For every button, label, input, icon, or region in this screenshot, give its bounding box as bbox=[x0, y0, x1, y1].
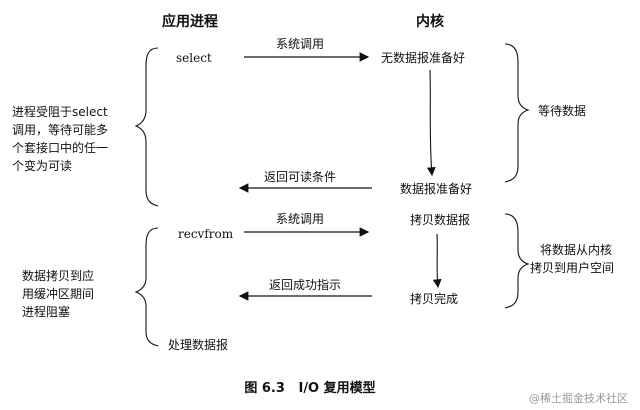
app-process-header: 应用进程 bbox=[162, 13, 218, 30]
readable-return-label: 返回可读条件 bbox=[264, 170, 336, 184]
blocked-note-line: 调用，等待可能多 bbox=[12, 123, 108, 137]
left-brace-blocked bbox=[134, 47, 159, 207]
select-call-label: select bbox=[176, 51, 212, 65]
blocked-note-line: 个套接口中的任一 bbox=[12, 140, 108, 155]
wait-data-down-arrow bbox=[426, 69, 436, 177]
copy-to-user-note-line: 拷贝到用户空间 bbox=[530, 260, 614, 275]
right-brace-wait bbox=[504, 43, 530, 183]
left-brace-copy-blocked bbox=[134, 227, 159, 347]
syscall-label-1: 系统调用 bbox=[276, 37, 324, 51]
blocked-note-line: 个变为可读 bbox=[12, 158, 72, 173]
no-datagram-ready-label: 无数据报准备好 bbox=[381, 50, 465, 65]
copy-blocked-note-line: 进程阻塞 bbox=[22, 304, 70, 319]
copy-datagram-label: 拷贝数据报 bbox=[410, 212, 470, 227]
copy-to-user-note-line: 将数据从内核 bbox=[540, 242, 612, 257]
wait-data-note: 等待数据 bbox=[538, 103, 586, 118]
copy-complete-label: 拷贝完成 bbox=[410, 291, 458, 306]
copy-blocked-note: 数据拷贝到应 用缓冲区期间 进程阻塞 bbox=[22, 268, 98, 319]
datagram-ready-label: 数据报准备好 bbox=[400, 181, 472, 196]
copy-blocked-note-line: 数据拷贝到应 bbox=[22, 268, 94, 283]
kernel-header: 内核 bbox=[416, 13, 444, 30]
figure-caption: 图 6.3 I/O 复用模型 bbox=[244, 380, 375, 396]
copy-data-down-arrow bbox=[432, 233, 442, 289]
syscall-label-2: 系统调用 bbox=[276, 212, 324, 226]
right-brace-copy bbox=[504, 213, 530, 309]
blocked-note: 进程受阻于select 调用，等待可能多 个套接口中的任一 个变为可读 bbox=[12, 104, 112, 173]
blocked-note-line: 进程受阻于select bbox=[12, 104, 108, 119]
watermark: @稀土掘金技术社区 bbox=[529, 391, 628, 405]
success-return-label: 返回成功指示 bbox=[269, 277, 341, 292]
copy-to-user-note: 将数据从内核 拷贝到用户空间 bbox=[530, 242, 616, 275]
recvfrom-call-label: recvfrom bbox=[178, 227, 234, 241]
copy-blocked-note-line: 用缓冲区期间 bbox=[22, 286, 94, 301]
process-datagram-label: 处理数据报 bbox=[168, 337, 228, 352]
